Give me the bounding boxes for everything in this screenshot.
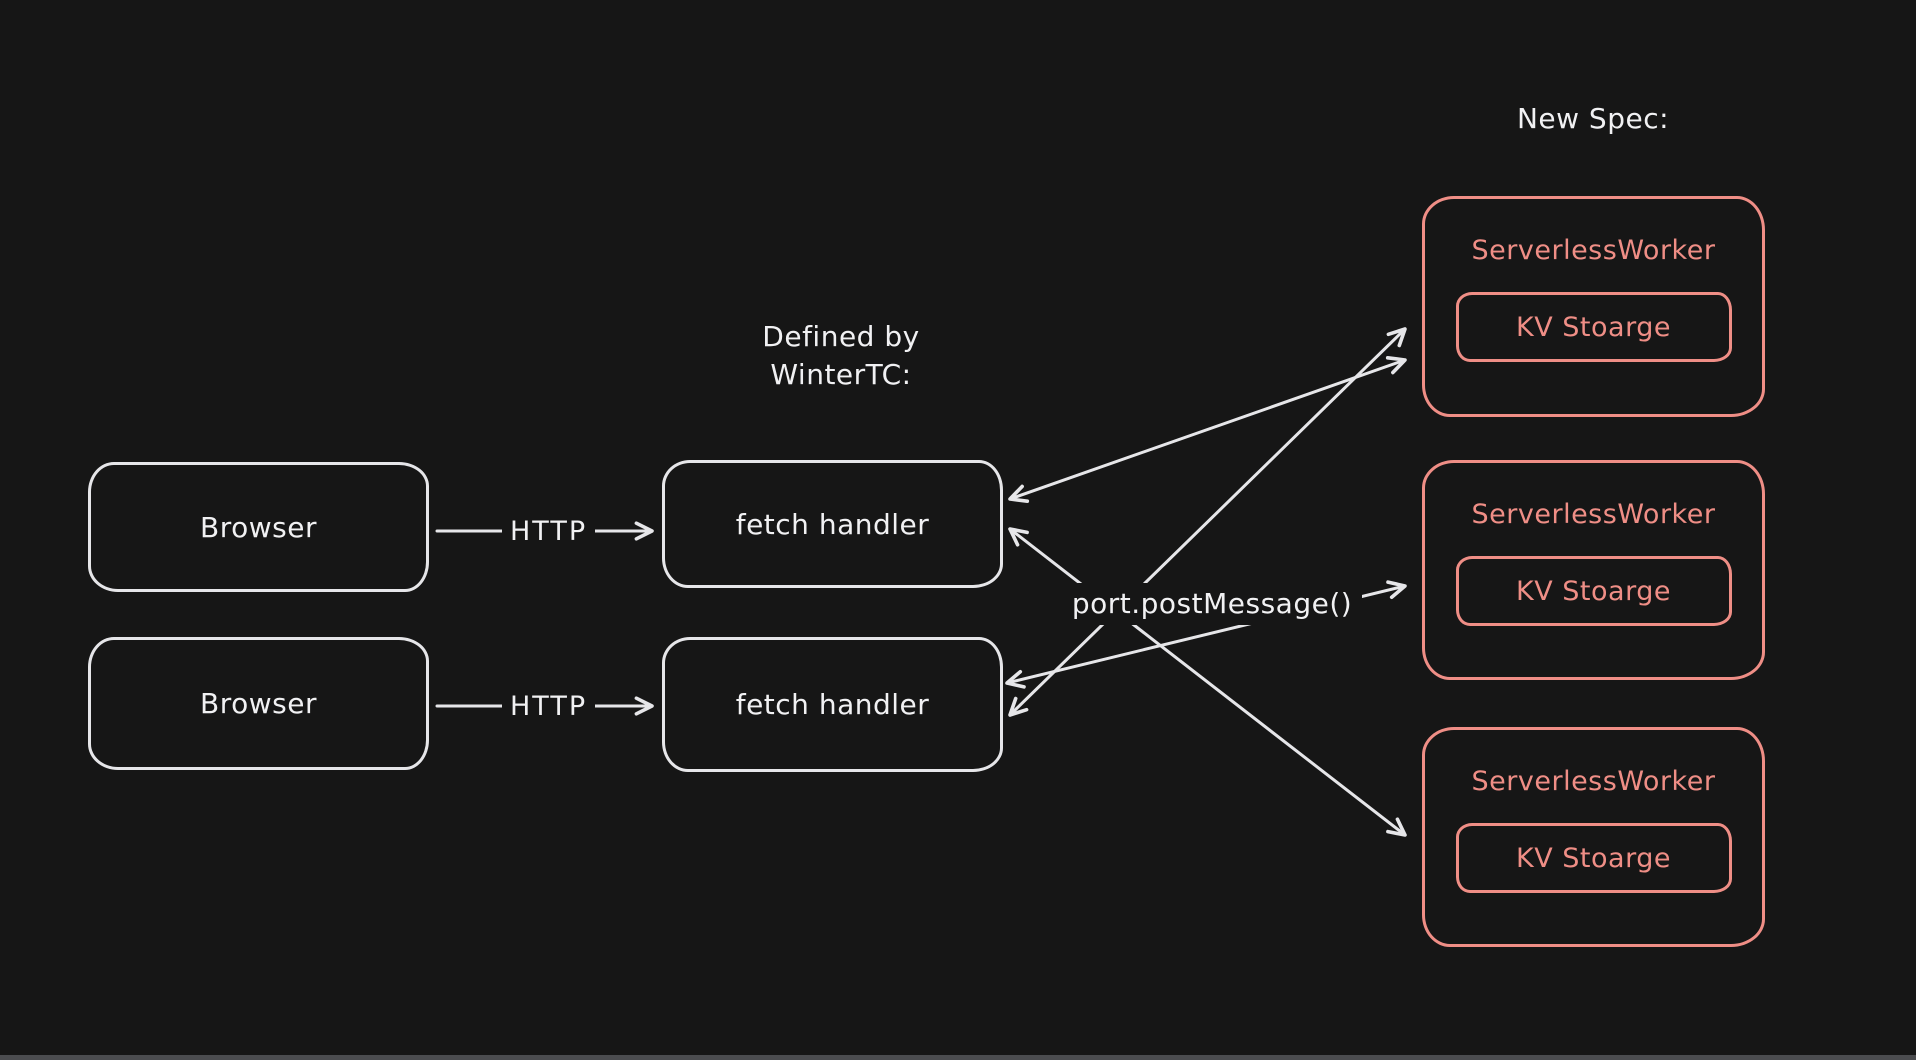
http-label-2: HTTP xyxy=(502,687,596,728)
window-bottom-edge xyxy=(0,1055,1916,1060)
defined-by-wintertc-label: Defined by WinterTC: xyxy=(716,318,966,394)
fetch-handler-node-1-label: fetch handler xyxy=(735,507,930,541)
browser-node-2-label: Browser xyxy=(200,687,317,720)
new-spec-label: New Spec: xyxy=(1516,102,1670,135)
kv-storage-box-3-label: KV Stoarge xyxy=(1516,842,1671,874)
http-label-1: HTTP xyxy=(502,512,596,553)
kv-storage-box-2: KV Stoarge xyxy=(1455,556,1732,626)
kv-storage-box-2-label: KV Stoarge xyxy=(1516,575,1671,607)
serverless-worker-node-2-title: ServerlessWorker xyxy=(1471,499,1716,530)
fetch-handler-node-2: fetch handler xyxy=(662,637,1003,772)
browser-node-1: Browser xyxy=(88,462,429,592)
serverless-worker-node-1: ServerlessWorker KV Stoarge xyxy=(1422,196,1765,417)
kv-storage-box-3: KV Stoarge xyxy=(1455,823,1732,893)
fetch-handler-node-2-label: fetch handler xyxy=(735,688,930,721)
browser-node-1-label: Browser xyxy=(200,510,317,544)
kv-storage-box-1: KV Stoarge xyxy=(1455,292,1732,362)
serverless-worker-node-3-title: ServerlessWorker xyxy=(1471,766,1716,797)
edge-fetch2-worker1 xyxy=(1008,327,1407,717)
defined-by-line2: WinterTC: xyxy=(770,357,912,391)
edge-fetch1-worker1 xyxy=(1008,356,1407,503)
browser-node-2: Browser xyxy=(88,637,429,770)
defined-by-line1: Defined by xyxy=(762,320,920,353)
serverless-worker-node-2: ServerlessWorker KV Stoarge xyxy=(1422,460,1765,680)
edge-fetch1-worker3 xyxy=(1008,527,1407,837)
fetch-handler-node-1: fetch handler xyxy=(662,460,1003,588)
serverless-worker-node-1-title: ServerlessWorker xyxy=(1471,235,1716,266)
kv-storage-box-1-label: KV Stoarge xyxy=(1516,311,1671,343)
port-postmessage-label: port.postMessage() xyxy=(1062,583,1362,625)
serverless-worker-node-3: ServerlessWorker KV Stoarge xyxy=(1422,727,1765,947)
